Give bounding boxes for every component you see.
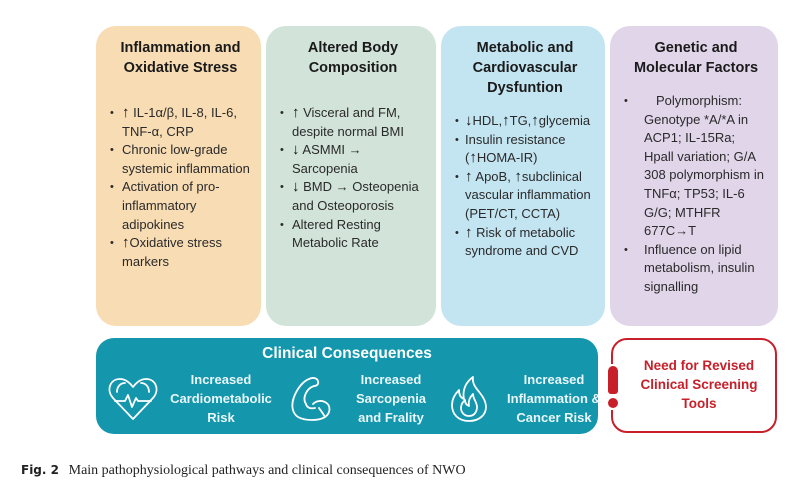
genetic-molecular-factors-box: Genetic and Molecular Factors Polymorphi… (610, 26, 778, 326)
down-arrow-icon: ↓ (465, 112, 473, 129)
list-item: Altered Resting Metabolic Rate (280, 216, 426, 253)
list-item: ↓ BMD → Osteopenia and Osteoporosis (280, 178, 426, 215)
bullet-list: ↑ IL-1α/β, IL-8, IL-6, TNF-α, CRP Chroni… (110, 104, 251, 271)
altered-body-composition-box: Altered Body Composition ↑ Visceral and … (266, 26, 436, 326)
bullet-list: ↑ Visceral and FM, despite normal BMI ↓ … (280, 104, 426, 253)
list-item: ↑ ApoB, ↑subclinical vascular inflammati… (455, 168, 595, 224)
up-arrow-icon: ↑ (122, 234, 130, 252)
callout-text: Need for Revised Clinical Screening Tool… (640, 358, 758, 411)
up-arrow-icon: ↑ (122, 104, 130, 121)
clinical-consequences-panel: Clinical Consequences Increased Cardiome… (96, 338, 601, 434)
consequence-label: Increased Inflammation & Cancer Risk (507, 372, 601, 425)
list-item: ↑Oxidative stress markers (110, 234, 251, 271)
metabolic-cardiovascular-box: Metabolic and Cardiovascular Dysfuntion … (441, 26, 605, 326)
list-item: ↓ ASMMI → Sarcopenia (280, 141, 426, 178)
up-arrow-icon: ↑ (465, 223, 473, 241)
consequence-inflammation-cancer: Increased Inflammation & Cancer Risk (442, 370, 606, 427)
list-item: ↓HDL,↑TG,↑glycemia (455, 112, 595, 131)
revised-screening-callout: Need for Revised Clinical Screening Tool… (607, 338, 777, 433)
figure-caption: Fig. 2 Main pathophysiological pathways … (21, 462, 466, 479)
caption-text: Main pathophysiological pathways and cli… (68, 463, 466, 478)
box-title: Altered Body Composition (307, 40, 399, 76)
list-item: Influence on lipid metabolism, insulin s… (624, 241, 768, 297)
list-item: Insulin resistance (↑HOMA-IR) (455, 131, 595, 168)
consequence-label: Increased Sarcopenia and Frality (355, 372, 427, 425)
up-arrow-icon: ↑ (465, 167, 473, 185)
down-arrow-icon: ↓ (292, 178, 300, 196)
up-arrow-icon: ↑ (514, 167, 522, 185)
list-item: ↑ Risk of metabolic syndrome and CVD (455, 224, 595, 261)
up-arrow-icon: ↑ (469, 149, 477, 167)
bullet-list: Polymorphism: Genotype *A/*A in ACP1; IL… (624, 92, 768, 297)
figure-label: Fig. 2 (21, 463, 59, 477)
clinical-consequences-title: Clinical Consequences (262, 345, 432, 362)
box-title: Inflammation and Oxidative Stress (120, 40, 241, 76)
up-arrow-icon: ↑ (292, 104, 300, 121)
inflammation-oxidative-stress-box: Inflammation and Oxidative Stress ↑ IL-1… (96, 26, 261, 326)
down-arrow-icon: ↓ (292, 141, 300, 159)
heart-pulse-icon (106, 371, 160, 427)
list-item: ↑ IL-1α/β, IL-8, IL-6, TNF-α, CRP (110, 104, 251, 141)
consequence-label: Increased Cardiometabolic Risk (170, 372, 272, 425)
list-item: ↑ Visceral and FM, despite normal BMI (280, 104, 426, 141)
flexed-arm-icon (284, 371, 338, 427)
up-arrow-icon: ↑ (502, 112, 510, 129)
exclamation-icon (607, 364, 619, 410)
box-title: Genetic and Molecular Factors (633, 40, 759, 76)
list-item: Activation of pro-inflammatory adipokine… (110, 178, 251, 234)
bullet-list: ↓HDL,↑TG,↑glycemia Insulin resistance (↑… (455, 112, 595, 261)
list-item: Chronic low-grade systemic inflammation (110, 141, 251, 178)
box-title: Metabolic and Cardiovascular Dysfuntion (472, 40, 578, 96)
consequence-sarcopenia: Increased Sarcopenia and Frality (284, 370, 436, 427)
flame-icon (442, 371, 496, 427)
consequence-cardiometabolic: Increased Cardiometabolic Risk (106, 370, 276, 427)
up-arrow-icon: ↑ (531, 112, 539, 129)
list-item: Polymorphism: Genotype *A/*A in ACP1; IL… (624, 92, 768, 241)
